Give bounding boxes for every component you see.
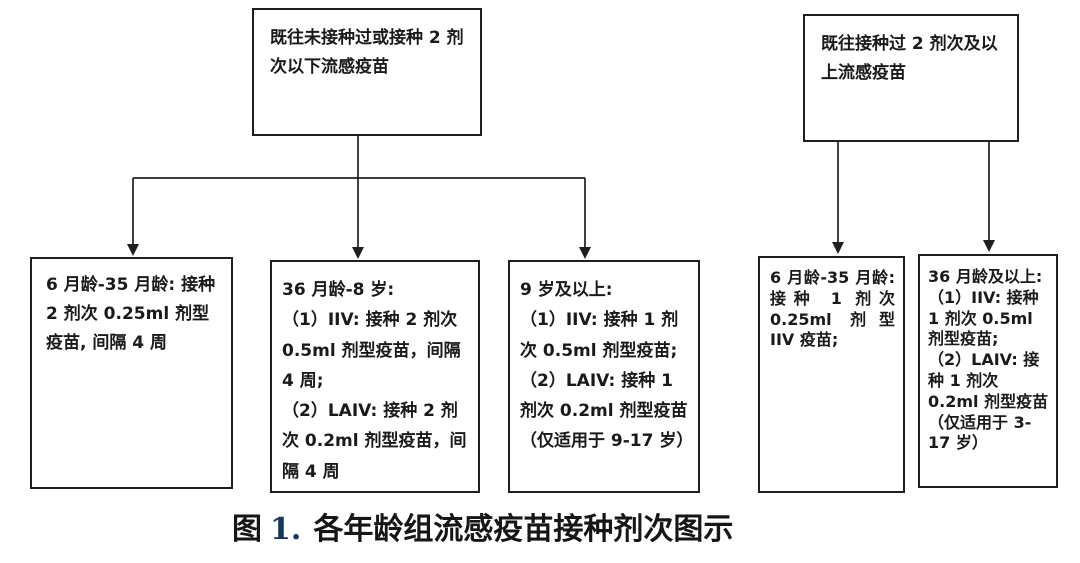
node-9-years-and-above: 9 岁及以上: （1）IIV: 接种 1 剂次 0.5ml 剂型疫苗; （2）L… [508, 260, 700, 493]
node-item-laiv: （2）LAIV: 接种 2 剂次 0.2ml 剂型疫苗，间隔 4 周 [282, 401, 467, 482]
caption-title: 各年龄组流感疫苗接种剂次图示 [313, 512, 734, 547]
node-item-laiv: （2）LAIV: 接种 1 剂次 0.2ml 剂型疫苗（仅适用于 9-17 岁） [520, 370, 694, 452]
node-36-months-and-above: 36 月龄及以上: （1）IIV: 接种 1 剂次 0.5ml 剂型疫苗; （2… [918, 254, 1058, 488]
arrowhead-6-35m [127, 244, 139, 256]
node-item-iiv: （1）IIV: 接种 1 剂次 0.5ml 剂型疫苗; [520, 310, 679, 361]
caption-figure-label: 图 [232, 512, 262, 547]
arrowhead-36m-plus [983, 240, 995, 252]
node-title: 36 月龄-8 岁: [282, 280, 395, 300]
arrowhead-6-35m-revax [832, 242, 844, 254]
node-title: 9 岁及以上: [520, 280, 613, 300]
node-title: 36 月龄及以上: [928, 267, 1043, 286]
node-36-months-to-8-years: 36 月龄-8 岁: （1）IIV: 接种 2 剂次 0.5ml 剂型疫苗，间隔… [270, 260, 480, 493]
node-text: 6 月龄-35 月龄: 接种 2 剂次 0.25ml 剂型疫苗, 间隔 4 周 [46, 275, 216, 354]
node-6-35-months: 6 月龄-35 月龄: 接种 2 剂次 0.25ml 剂型疫苗, 间隔 4 周 [30, 257, 233, 489]
node-no-prior-or-under-2-doses: 既往未接种过或接种 2 剂次以下流感疫苗 [252, 8, 482, 136]
node-text: 既往未接种过或接种 2 剂次以下流感疫苗 [270, 28, 464, 77]
caption-figure-number: 1. [270, 512, 302, 547]
arrowhead-36m-8y [352, 247, 364, 259]
node-item-laiv: （2）LAIV: 接种 1 剂次 0.2ml 剂型疫苗（仅适用于 3-17 岁） [928, 350, 1049, 453]
node-prior-2-or-more-doses: 既往接种过 2 剂次及以上流感疫苗 [803, 14, 1019, 142]
node-text: 既往接种过 2 剂次及以上流感疫苗 [821, 34, 998, 83]
node-text: 6 月龄-35 月龄: 接种 1 剂次 0.25ml 剂型 IIV 疫苗; [770, 268, 895, 350]
node-item-iiv: （1）IIV: 接种 2 剂次 0.5ml 剂型疫苗，间隔 4 周; [282, 310, 461, 391]
arrowhead-9y-plus [579, 247, 591, 259]
node-item-iiv: （1）IIV: 接种 1 剂次 0.5ml 剂型疫苗; [928, 287, 1039, 349]
node-6-35-months-revaccination: 6 月龄-35 月龄: 接种 1 剂次 0.25ml 剂型 IIV 疫苗; [758, 256, 905, 493]
